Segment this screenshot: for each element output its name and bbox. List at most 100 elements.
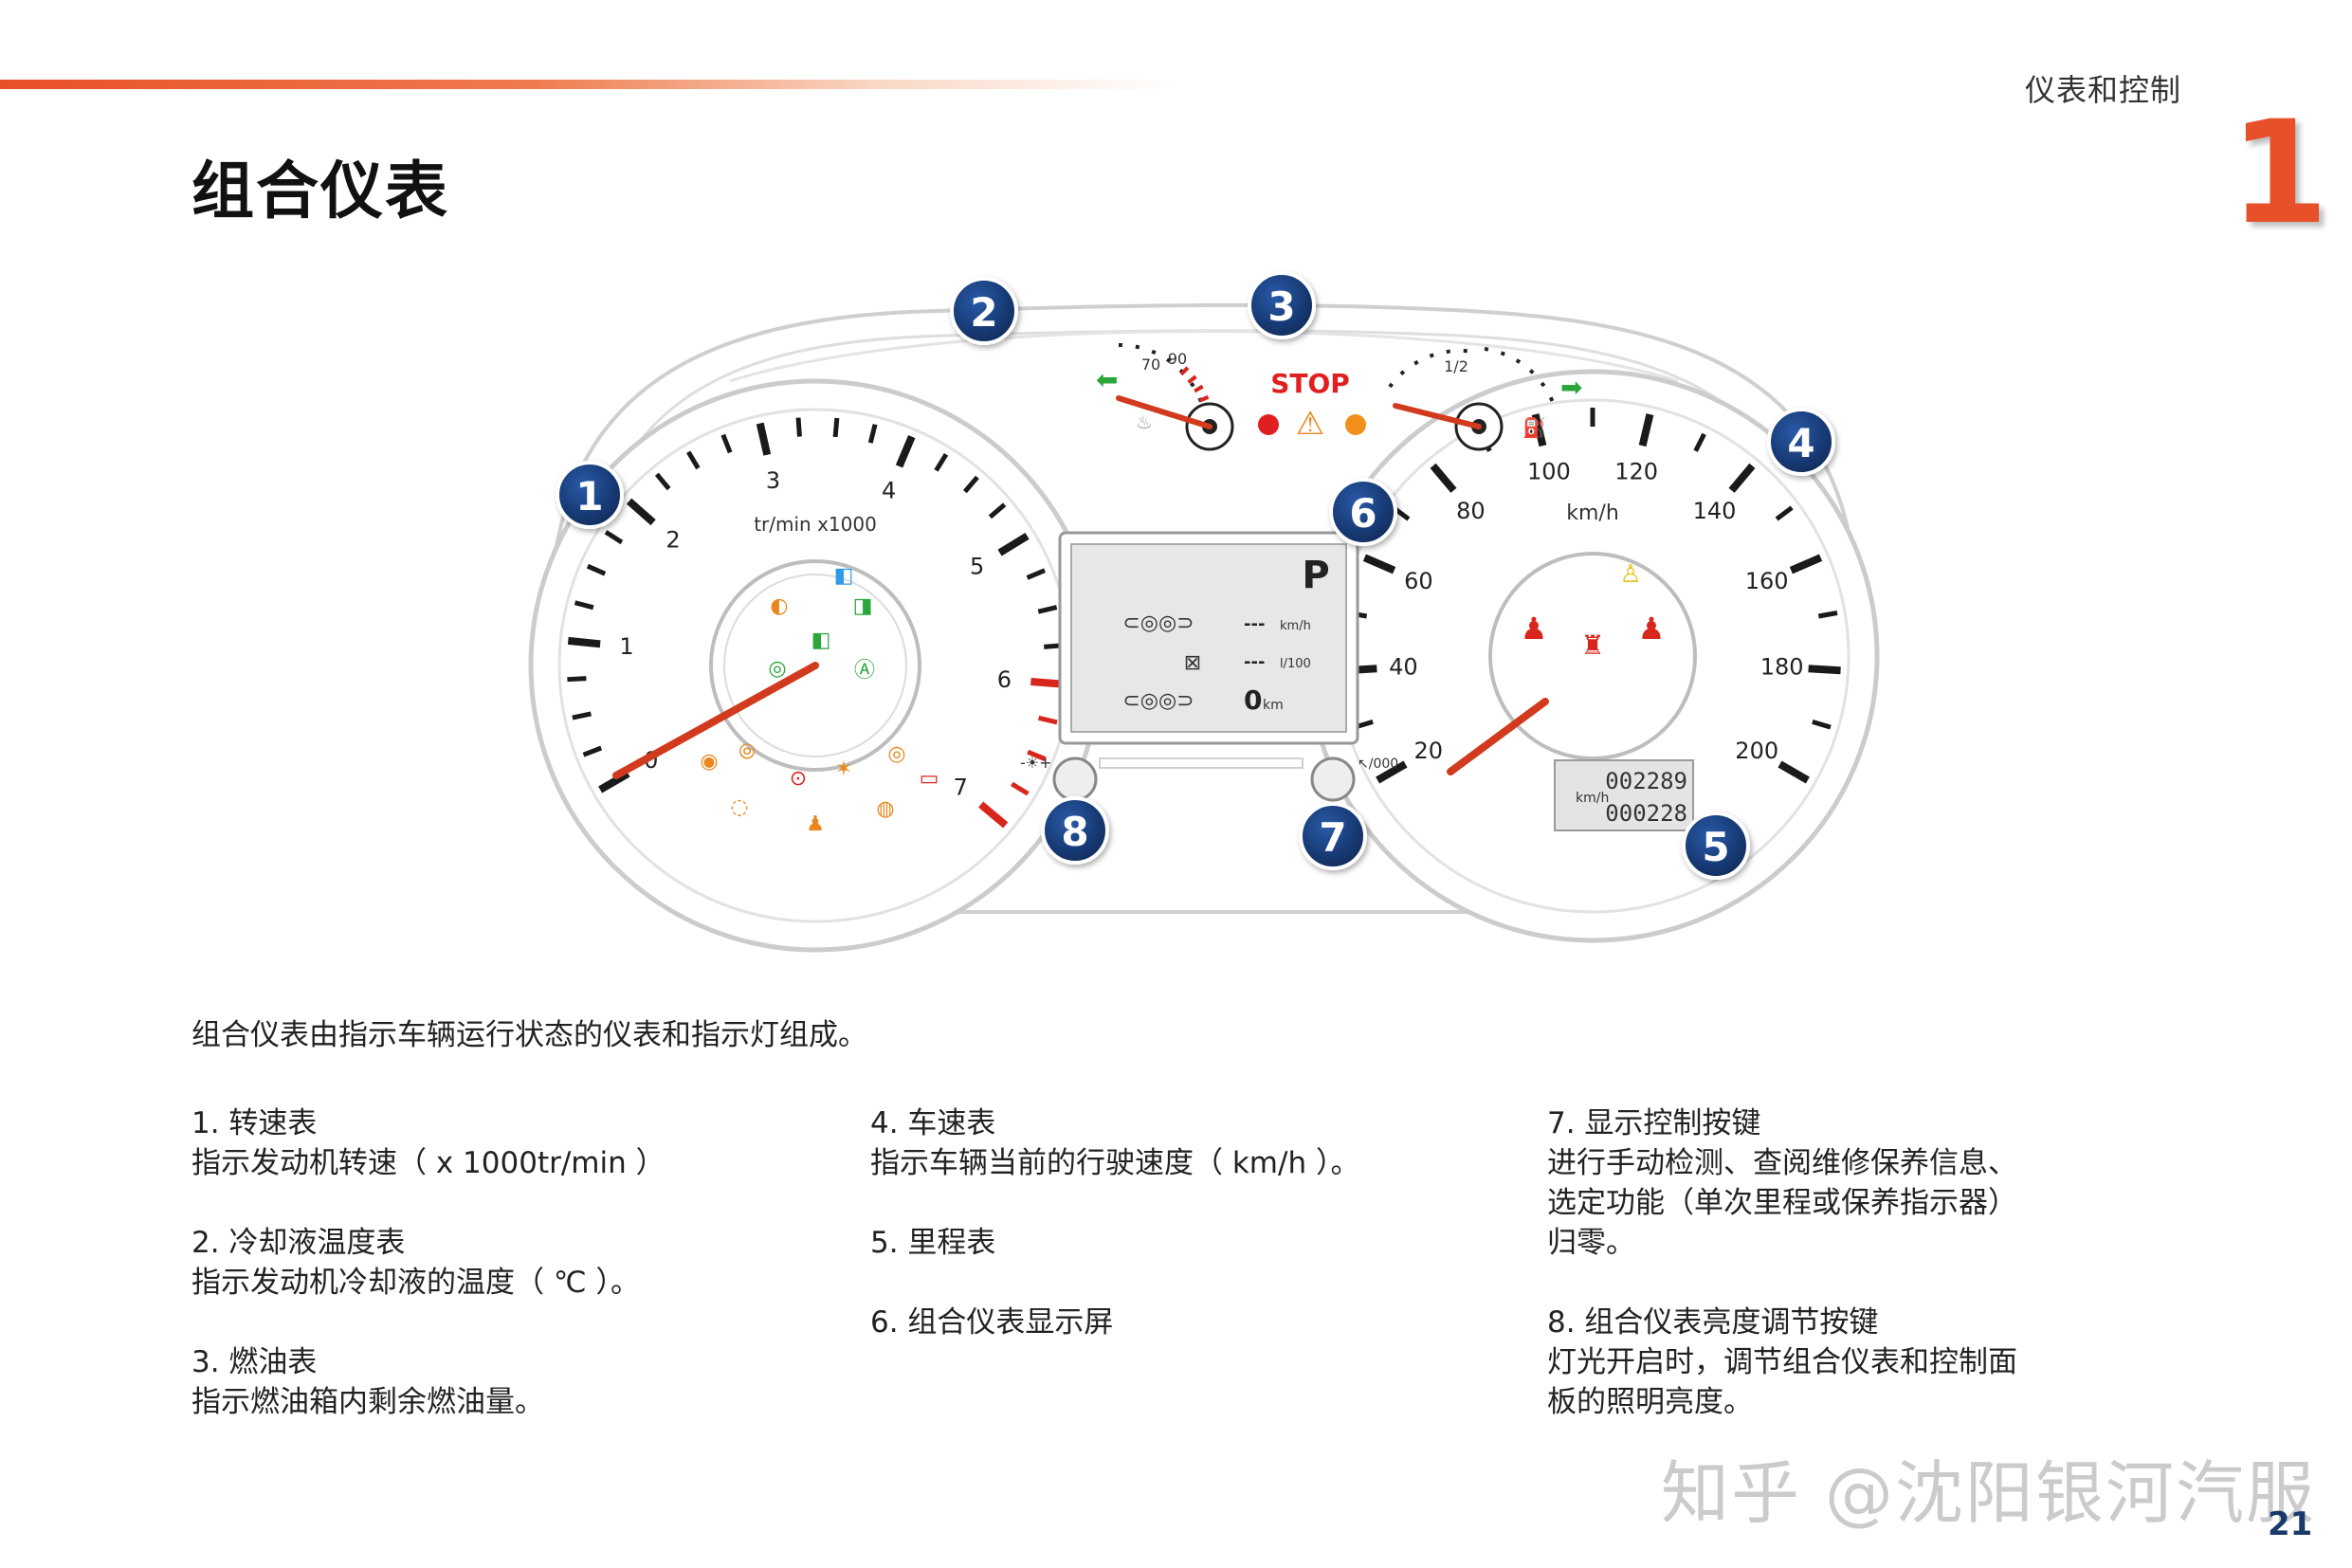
- tick-label: 3: [766, 467, 780, 494]
- svg-text:1/2: 1/2: [1444, 357, 1468, 375]
- major-tick: [1789, 554, 1823, 574]
- stop-label: STOP: [1270, 368, 1350, 399]
- svg-text:◍: ◍: [876, 797, 894, 821]
- odometer-trip: 000228: [1605, 800, 1687, 827]
- tick-label: 4: [882, 478, 896, 504]
- minor-tick: [1037, 605, 1058, 614]
- svg-text:l/100: l/100: [1280, 657, 1311, 671]
- tick-label: 80: [1456, 498, 1486, 524]
- minor-tick: [832, 417, 840, 438]
- minor-tick: [867, 424, 878, 444]
- header-accent-bar: [0, 80, 1176, 89]
- tick-label: 7: [954, 775, 968, 801]
- tick-label: 60: [1404, 568, 1433, 594]
- red-warning-dot: [1258, 414, 1279, 435]
- svg-text:8: 8: [1061, 809, 1088, 855]
- svg-text:◎: ◎: [768, 657, 786, 681]
- minor-tick: [567, 676, 587, 683]
- page-number: 21: [2268, 1505, 2313, 1543]
- major-tick: [978, 801, 1009, 829]
- svg-text:---: ---: [1244, 614, 1265, 634]
- item-heading: 3. 燃油表: [191, 1345, 318, 1379]
- orange-warning-dot: [1345, 414, 1366, 435]
- callout-1: 1: [556, 461, 624, 529]
- item-display-control: 7. 显示控制按键 进行手动检测、查阅维修保养信息、 选定功能（单次里程或保养指…: [1547, 1103, 2154, 1263]
- major-tick: [598, 770, 630, 793]
- item-desc: 灯光开启时，调节组合仪表和控制面: [1547, 1345, 2017, 1379]
- item-desc: 指示燃油箱内剩余燃油量。: [191, 1385, 544, 1419]
- minor-tick: [795, 417, 802, 437]
- svg-text:km/h: km/h: [1280, 619, 1311, 633]
- minor-tick: [720, 433, 733, 454]
- item-desc: 选定功能（单次里程或保养指示器）: [1547, 1186, 2017, 1220]
- callout-2: 2: [950, 277, 1018, 345]
- description-column-3: 7. 显示控制按键 进行手动检测、查阅维修保养信息、 选定功能（单次里程或保养指…: [1547, 1103, 2154, 1462]
- callout-5: 5: [1682, 811, 1750, 880]
- minor-tick: [1027, 749, 1047, 762]
- minor-tick: [1817, 611, 1838, 619]
- warning-lamp-icons: ◉ ⦾ ⊙ ✶ ◎ ▭ ◌ ♟ ◍: [700, 740, 939, 836]
- tick-label: 120: [1614, 458, 1658, 484]
- item-fuel-gauge: 3. 燃油表 指示燃油箱内剩余燃油量。: [191, 1342, 817, 1422]
- minor-tick: [574, 600, 594, 611]
- callout-7: 7: [1299, 802, 1367, 870]
- item-heading: 5. 里程表: [870, 1226, 996, 1260]
- major-tick: [1638, 413, 1654, 447]
- svg-text:♜: ♜: [1580, 629, 1604, 661]
- tick-label: 20: [1414, 738, 1444, 764]
- svg-text:⬅: ⬅: [1096, 364, 1118, 395]
- display-control-knob: [1310, 757, 1356, 802]
- svg-text:♟: ♟: [1521, 611, 1548, 647]
- item-heading: 4. 车速表: [870, 1106, 996, 1140]
- svg-text:◧: ◧: [811, 629, 831, 652]
- major-tick: [1376, 760, 1408, 784]
- svg-text:♟: ♟: [806, 812, 825, 836]
- svg-text:⊙: ⊙: [790, 767, 807, 791]
- tick-label: 200: [1735, 738, 1778, 764]
- tick-label: 5: [970, 554, 984, 580]
- safety-warning-icons: ♙ ♟ ♜ ♟: [1521, 560, 1666, 661]
- major-tick: [567, 636, 601, 648]
- major-tick: [1728, 463, 1756, 493]
- tick-label: 6: [997, 666, 1012, 693]
- svg-text:◎: ◎: [887, 742, 905, 766]
- tick-label: 100: [1527, 458, 1571, 484]
- major-tick: [1778, 760, 1810, 784]
- svg-text:◐: ◐: [770, 594, 788, 618]
- coolant-temperature-gauge: 70 90 ⬅ ♨: [1096, 342, 1234, 451]
- svg-text:⦾: ⦾: [738, 740, 756, 764]
- minor-tick: [1038, 715, 1058, 725]
- fuel-gauge: 1/2 ➡ ⛽: [1388, 347, 1582, 451]
- tick-label: 1: [619, 633, 633, 660]
- svg-text:♙: ♙: [1619, 560, 1641, 589]
- odometer-window: [1554, 759, 1694, 831]
- tachometer-ticks: [567, 417, 1064, 829]
- item-desc: 板的照明亮度。: [1547, 1385, 1753, 1419]
- item-heading: 2. 冷却液温度表: [191, 1226, 406, 1260]
- item-desc: 指示车辆当前的行驶速度（ km/h ）。: [870, 1146, 1360, 1180]
- svg-text:↖/000: ↖/000: [1358, 757, 1398, 772]
- svg-text:➡: ➡: [1560, 372, 1582, 403]
- svg-text:⛽: ⛽: [1522, 416, 1546, 439]
- tick-label: 40: [1389, 654, 1418, 681]
- car-speed-icon: ⊂◎◎⊃: [1122, 611, 1194, 635]
- item-odometer: 5. 里程表: [870, 1223, 1496, 1263]
- svg-text:7: 7: [1319, 814, 1346, 861]
- tachometer-unit: tr/min x1000: [754, 513, 877, 536]
- item-heading: 6. 组合仪表显示屏: [870, 1305, 1114, 1340]
- major-tick: [1030, 678, 1064, 688]
- item-desc: 进行手动检测、查阅维修保养信息、: [1547, 1146, 2017, 1180]
- item-heading: 8. 组合仪表亮度调节按键: [1547, 1305, 1879, 1340]
- major-tick: [1531, 413, 1547, 447]
- svg-text:70: 70: [1141, 356, 1160, 374]
- svg-text:♟: ♟: [1638, 611, 1666, 647]
- callout-4: 4: [1767, 408, 1835, 476]
- svg-text:◧: ◧: [834, 564, 854, 588]
- svg-text:3: 3: [1267, 283, 1295, 330]
- item-desc: 指示发动机转速（ x 1000tr/min ）: [191, 1146, 665, 1180]
- minor-tick: [582, 745, 603, 757]
- major-tick: [626, 498, 656, 526]
- intro-paragraph: 组合仪表由指示车辆运行状态的仪表和指示灯组成。: [191, 1018, 867, 1052]
- svg-text:◨: ◨: [853, 594, 873, 618]
